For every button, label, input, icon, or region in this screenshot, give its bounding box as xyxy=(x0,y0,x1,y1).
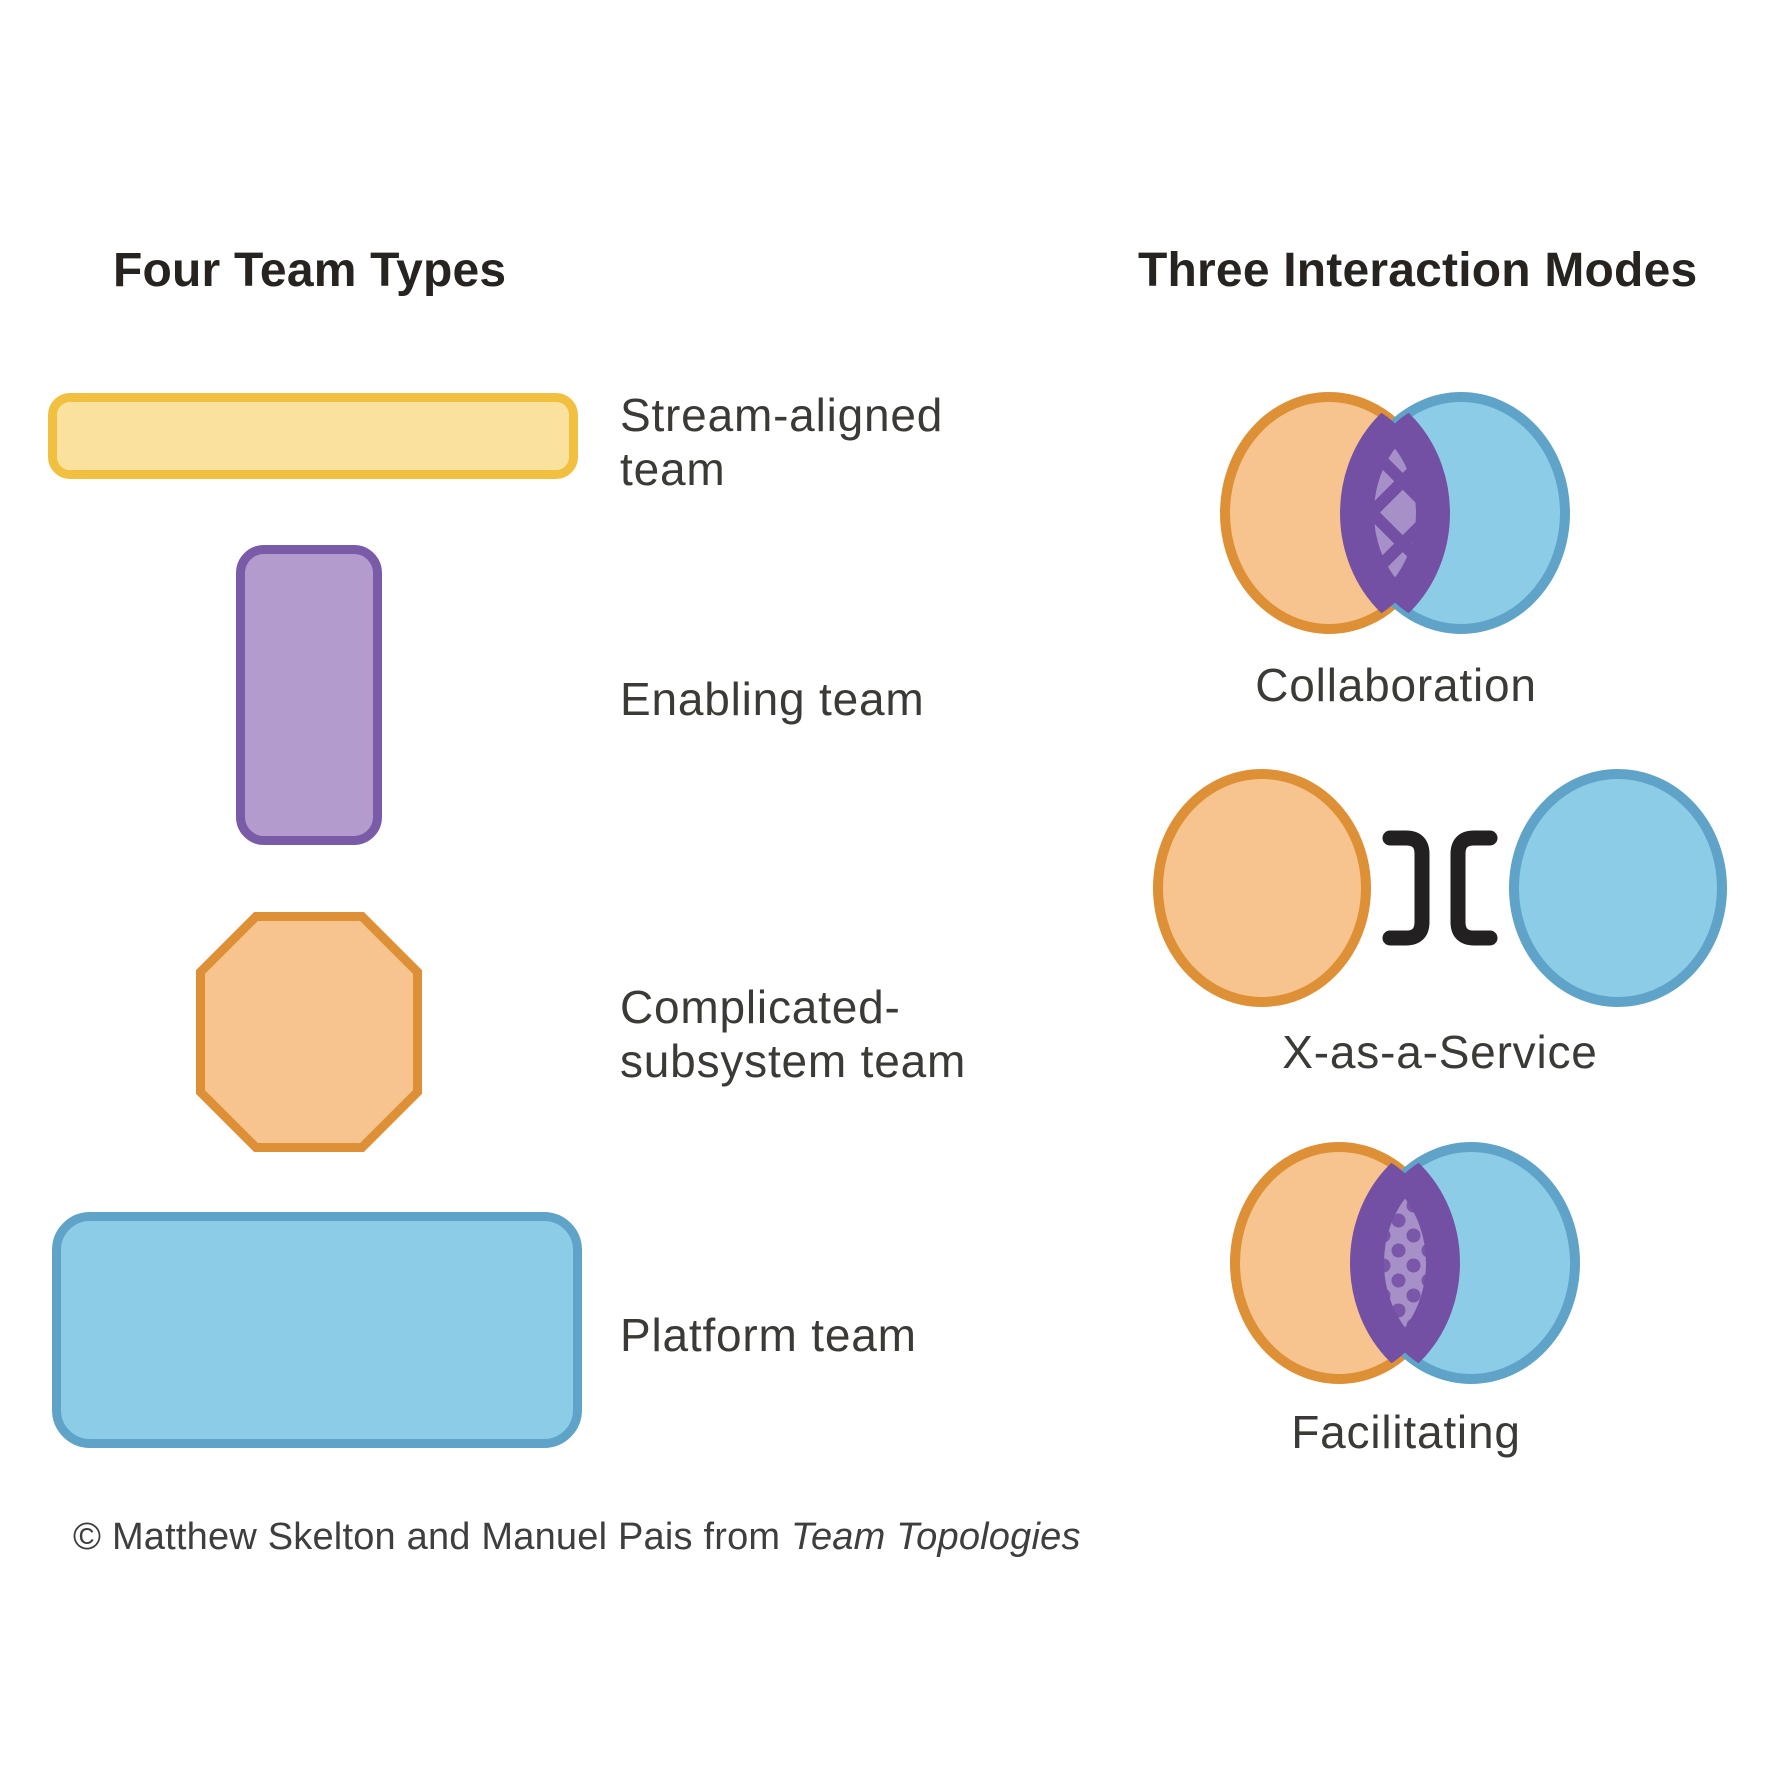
book-title: Team Topologies xyxy=(791,1516,1081,1558)
enabling-team-shape xyxy=(236,545,382,845)
service-brackets-icon xyxy=(1382,830,1498,946)
orange-team-circle xyxy=(1153,769,1371,1007)
facilitating-overlap-lens-edge xyxy=(1367,1147,1460,1379)
stream-aligned-team-label: Stream-aligned team xyxy=(620,389,944,496)
platform-team-label: Platform team xyxy=(620,1309,917,1361)
collaboration-overlap-lens-edge xyxy=(1357,397,1450,629)
collaboration-venn-icon xyxy=(1220,392,1570,634)
four-team-types-title: Four Team Types xyxy=(113,244,507,297)
collaboration-label: Collaboration xyxy=(1255,659,1537,711)
complicated-subsystem-team-octagon-icon xyxy=(196,912,422,1152)
facilitating-venn-icon xyxy=(1230,1142,1580,1384)
credit-text: © Matthew Skelton and Manuel Pais from xyxy=(73,1516,792,1558)
platform-team-shape xyxy=(52,1212,582,1448)
x-as-a-service-label: X-as-a-Service xyxy=(1282,1026,1598,1078)
octagon-shape xyxy=(196,912,422,1152)
stream-aligned-team-shape xyxy=(48,393,578,479)
copyright-credit: © Matthew Skelton and Manuel Pais from T… xyxy=(73,1516,1081,1559)
blue-team-circle xyxy=(1509,769,1727,1007)
enabling-team-label: Enabling team xyxy=(620,673,925,725)
x-as-a-service-circles-icon xyxy=(1153,769,1727,1007)
facilitating-label: Facilitating xyxy=(1291,1406,1521,1458)
complicated-subsystem-team-label: Complicated- subsystem team xyxy=(620,981,967,1088)
three-interaction-modes-title: Three Interaction Modes xyxy=(1138,244,1698,297)
